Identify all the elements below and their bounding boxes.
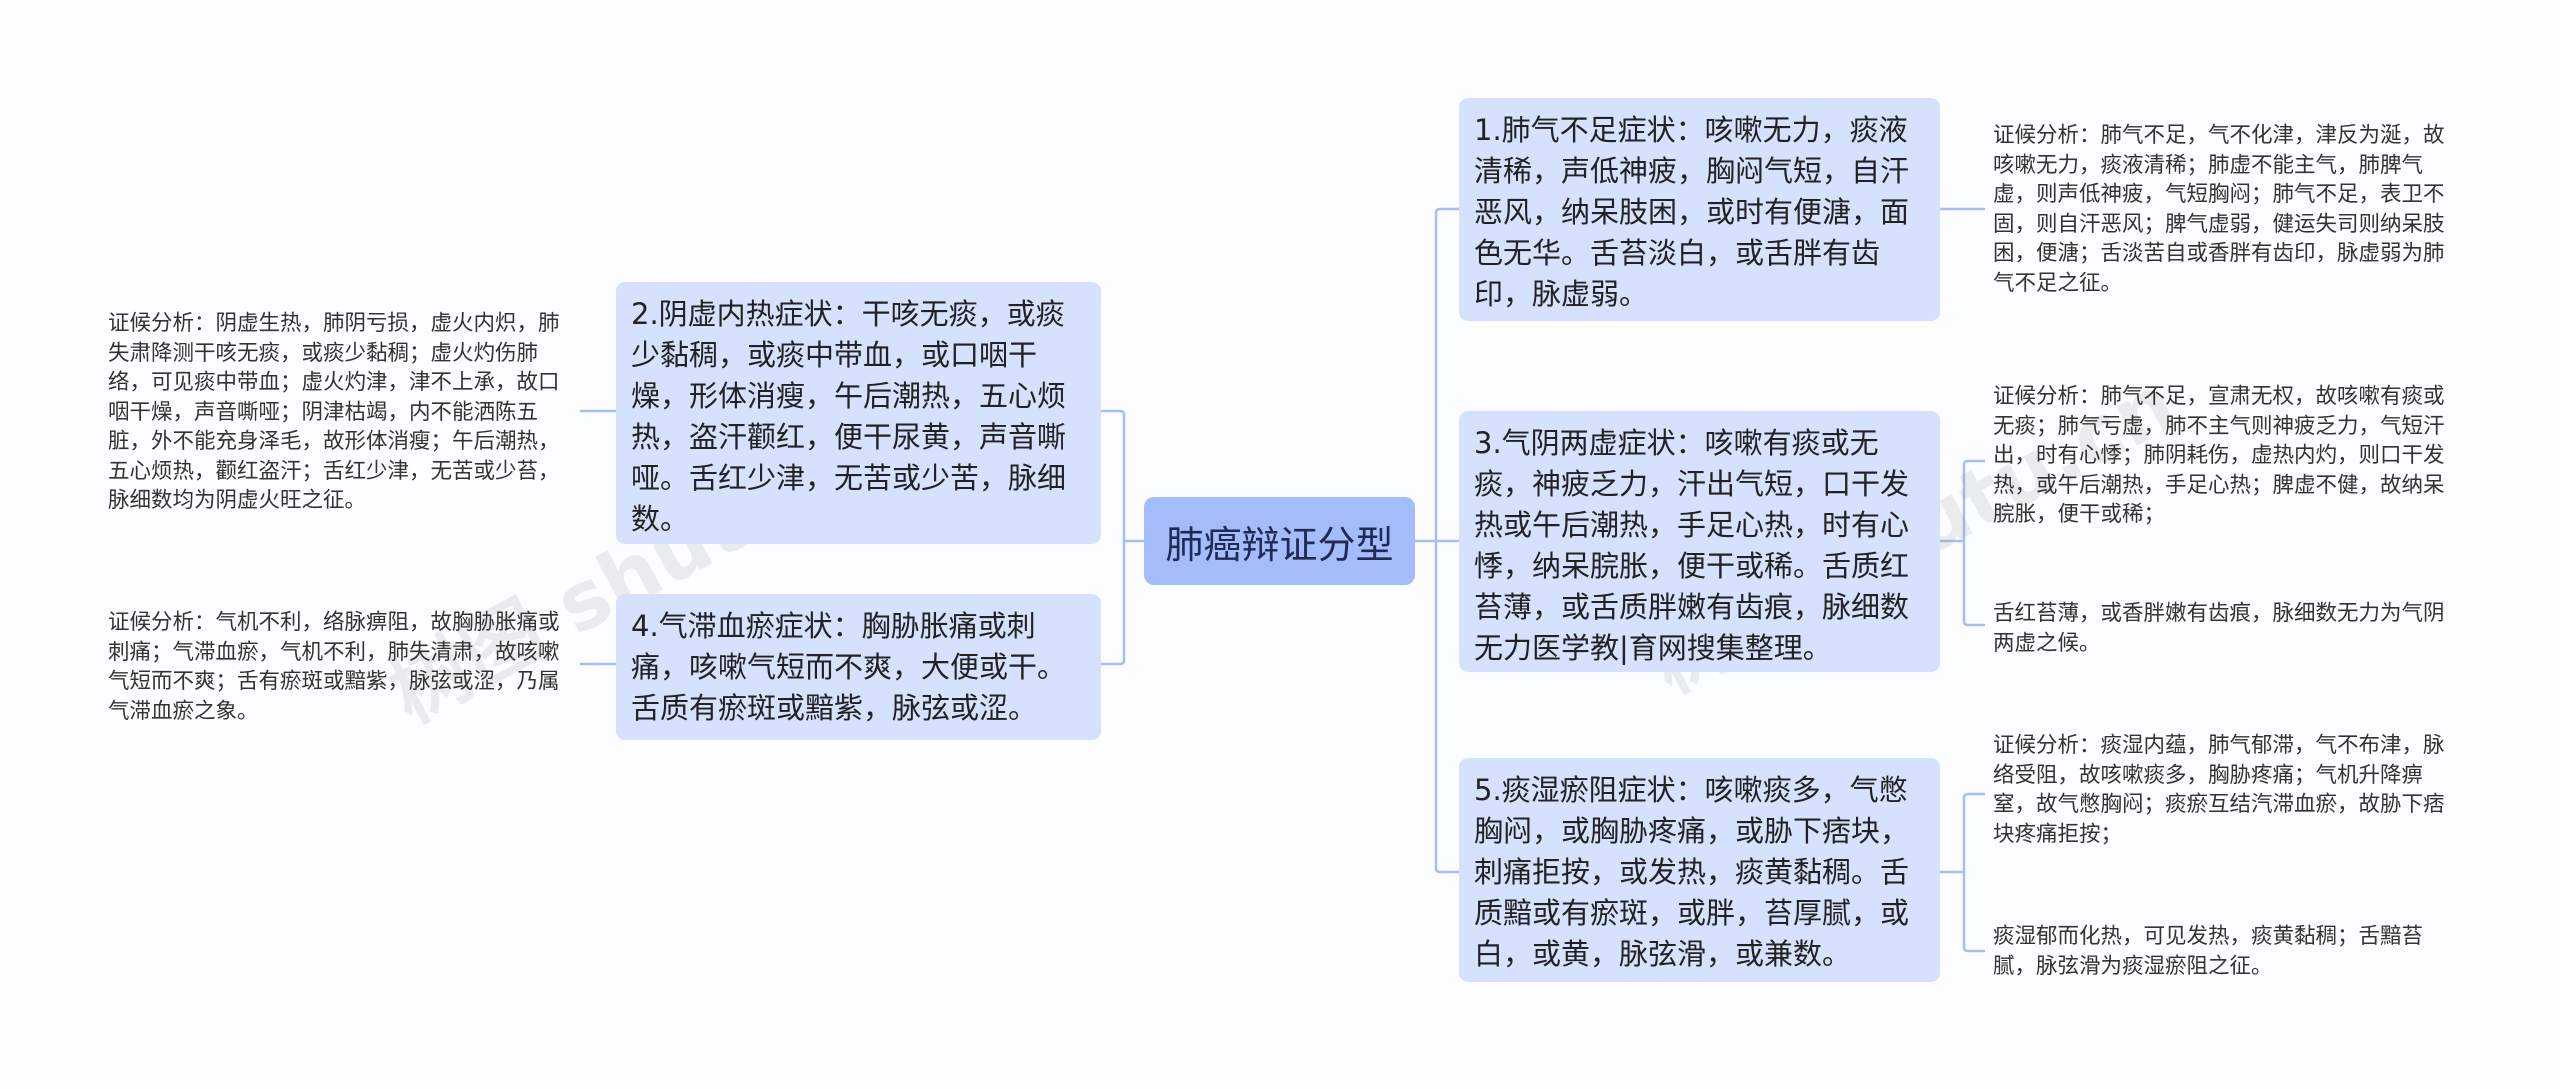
topic-yin-deficiency[interactable]: 2.阴虚内热症状：干咳无痰，或痰少黏稠，或痰中带血，或口咽干燥，形体消瘦，午后潮… <box>616 282 1101 544</box>
analysis-lung-qi-deficiency[interactable]: 证候分析：肺气不足，气不化津，津反为涎，故咳嗽无力，痰液清稀；肺虚不能主气，肺脾… <box>1993 123 2445 296</box>
connector-right-leaves-5 <box>1940 792 1985 953</box>
connector-right-leaves-3 <box>1940 459 1985 627</box>
analysis-phlegm-damp-stasis[interactable]: 证候分析：痰湿内蕴，肺气郁滞，气不布津，脉络受阻，故咳嗽痰多，胸胁疼痛；气机升降… <box>1993 733 2445 847</box>
analysis-qi-yin-deficiency[interactable]: 证候分析：肺气不足，宣肃无权，故咳嗽有痰或无痰；肺气亏虚，肺不主气则神疲乏力，气… <box>1993 384 2445 527</box>
analysis-qi-yin-deficiency-tongue[interactable]: 舌红苔薄，或香胖嫩有齿痕，脉细数无力为气阴两虚之候。 <box>1993 601 2445 656</box>
topic-qi-yin-deficiency[interactable]: 3.气阴两虚症状：咳嗽有痰或无痰，神疲乏力，汗出气短，口干发热或午后潮热，手足心… <box>1459 411 1940 672</box>
analysis-qi-stagnation[interactable]: 证候分析：气机不利，络脉痹阻，故胸胁胀痛或刺痛；气滞血瘀，气机不利，肺失清肃，故… <box>108 610 560 724</box>
topic-lung-qi-deficiency[interactable]: 1.肺气不足症状：咳嗽无力，痰液清稀，声低神疲，胸闷气短，自汗恶风，纳呆肢困，或… <box>1459 98 1940 321</box>
connector-center-left <box>1101 409 1144 666</box>
topic-qi-stagnation[interactable]: 4.气滞血瘀症状：胸胁胀痛或刺痛，咳嗽气短而不爽，大便或干。舌质有瘀斑或黯紫，脉… <box>616 594 1101 740</box>
topic-phlegm-damp-stasis[interactable]: 5.痰湿瘀阻症状：咳嗽痰多，气憋胸闷，或胸胁疼痛，或胁下痞块，刺痛拒按，或发热，… <box>1459 758 1940 982</box>
analysis-yin-deficiency[interactable]: 证候分析：阴虚生热，肺阴亏损，虚火内炽，肺失肃降测干咳无痰，或痰少黏稠；虚火灼伤… <box>108 311 560 513</box>
center-topic[interactable]: 肺癌辩证分型 <box>1144 497 1415 585</box>
connector-center-right <box>1415 207 1459 874</box>
analysis-phlegm-damp-stasis-tongue[interactable]: 痰湿郁而化热，可见发热，痰黄黏稠；舌黯苔腻，脉弦滑为痰湿瘀阻之征。 <box>1993 924 2424 979</box>
